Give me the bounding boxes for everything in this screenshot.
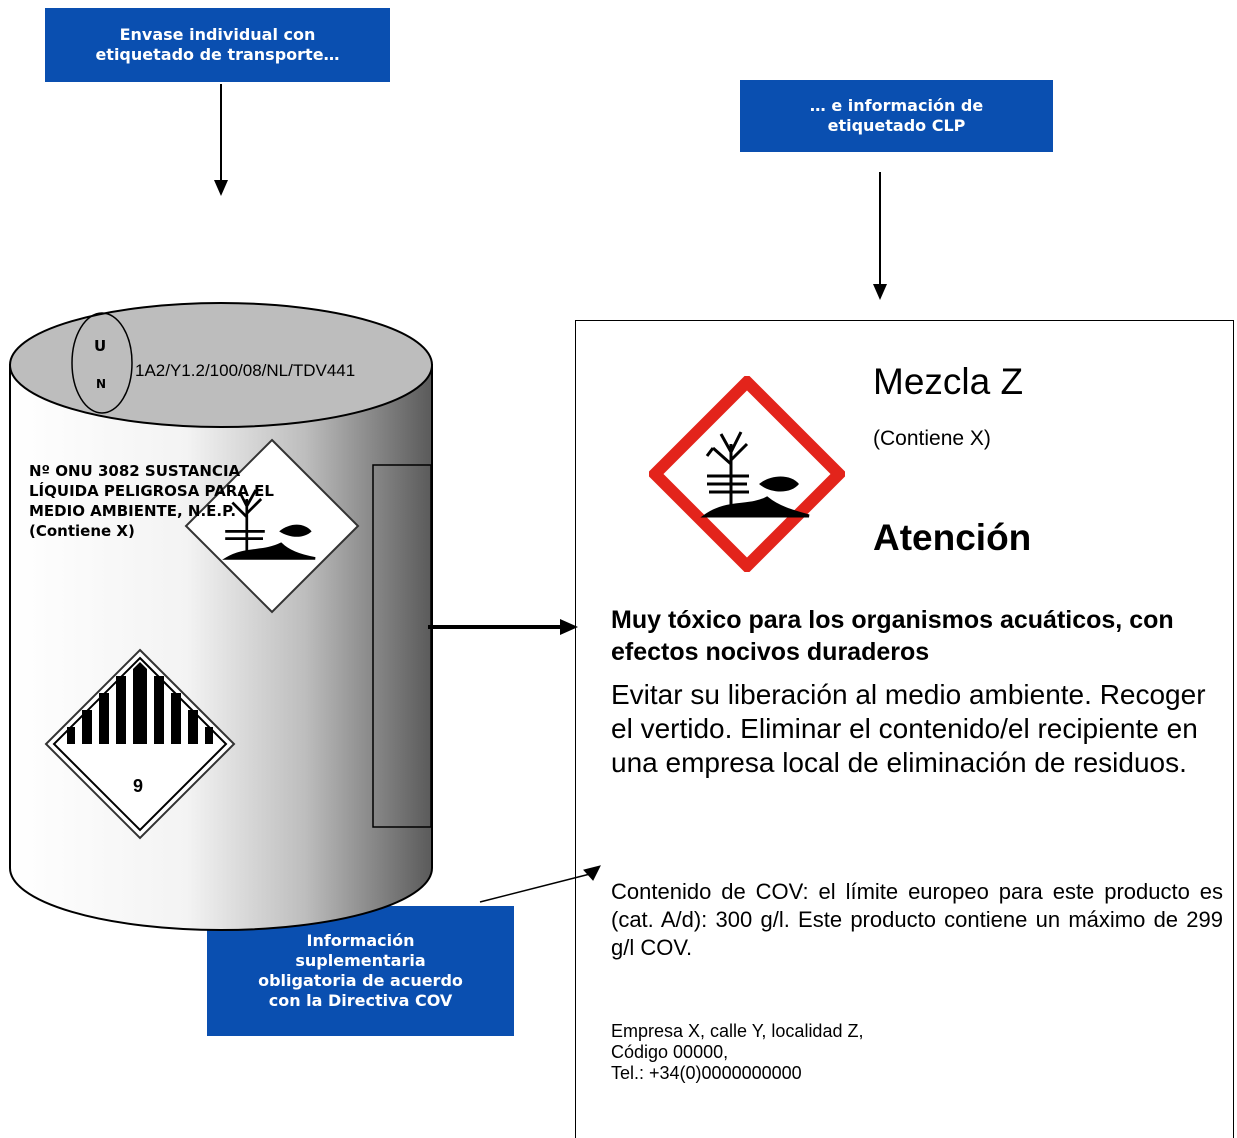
product-contains: (Contiene X) bbox=[873, 427, 991, 450]
un-letter-top: U bbox=[94, 337, 107, 355]
arrow-drum-to-label bbox=[428, 619, 578, 635]
signal-word: Atención bbox=[873, 517, 1032, 558]
arrow-transport bbox=[214, 84, 228, 196]
un-mark-oval bbox=[71, 312, 133, 414]
supplier-line: Tel.: +34(0)0000000000 bbox=[611, 1063, 802, 1083]
ghs-environment-pictogram bbox=[649, 376, 845, 572]
hazard-statement: Muy tóxico para los organismos acuáticos… bbox=[611, 606, 1174, 666]
drum-lid bbox=[9, 302, 433, 428]
supplier-line: Empresa X, calle Y, localidad Z, bbox=[611, 1021, 864, 1041]
arrow-voc-line bbox=[479, 873, 591, 903]
supplier-info: Empresa X, calle Y, localidad Z, Código … bbox=[611, 1021, 863, 1084]
adr-class9-label bbox=[44, 648, 236, 840]
supplier-line: Código 00000, bbox=[611, 1042, 729, 1062]
adr-environment-mark bbox=[184, 438, 360, 614]
product-name: Mezcla Z bbox=[873, 361, 1024, 402]
transport-line: Nº ONU 3082 SUSTANCIA bbox=[29, 462, 241, 480]
class9-number: 9 bbox=[133, 776, 144, 796]
callout-clp-text: … e información de etiquetado CLP bbox=[809, 96, 984, 135]
un-letter-bottom: N bbox=[96, 377, 107, 391]
transport-line: MEDIO AMBIENTE, N.E.P. bbox=[29, 502, 237, 520]
transport-description: Nº ONU 3082 SUSTANCIA LÍQUIDA PELIGROSA … bbox=[29, 461, 274, 541]
precautionary-statement: Evitar su liberación al medio ambiente. … bbox=[611, 679, 1206, 778]
drum-side-band bbox=[372, 464, 432, 828]
arrow-voc-head bbox=[583, 865, 601, 881]
transport-line: LÍQUIDA PELIGROSA PARA EL bbox=[29, 482, 274, 500]
callout-clp: … e información de etiquetado CLP bbox=[740, 80, 1053, 152]
callout-transport: Envase individual con etiquetado de tran… bbox=[45, 8, 390, 82]
callout-transport-text: Envase individual con etiquetado de tran… bbox=[95, 25, 340, 64]
packaging-code: 1A2/Y1.2/100/08/NL/TDV441 bbox=[135, 361, 356, 380]
arrow-voc bbox=[479, 865, 601, 903]
voc-information: Contenido de COV: el límite europeo para… bbox=[611, 879, 1223, 960]
arrow-clp bbox=[873, 172, 887, 300]
callout-voc-text: Información suplementaria obligatoria de… bbox=[258, 931, 463, 1010]
clp-label: Mezcla Z (Contiene X) Atención Muy tóxic… bbox=[575, 320, 1234, 1138]
transport-line: (Contiene X) bbox=[29, 522, 135, 540]
